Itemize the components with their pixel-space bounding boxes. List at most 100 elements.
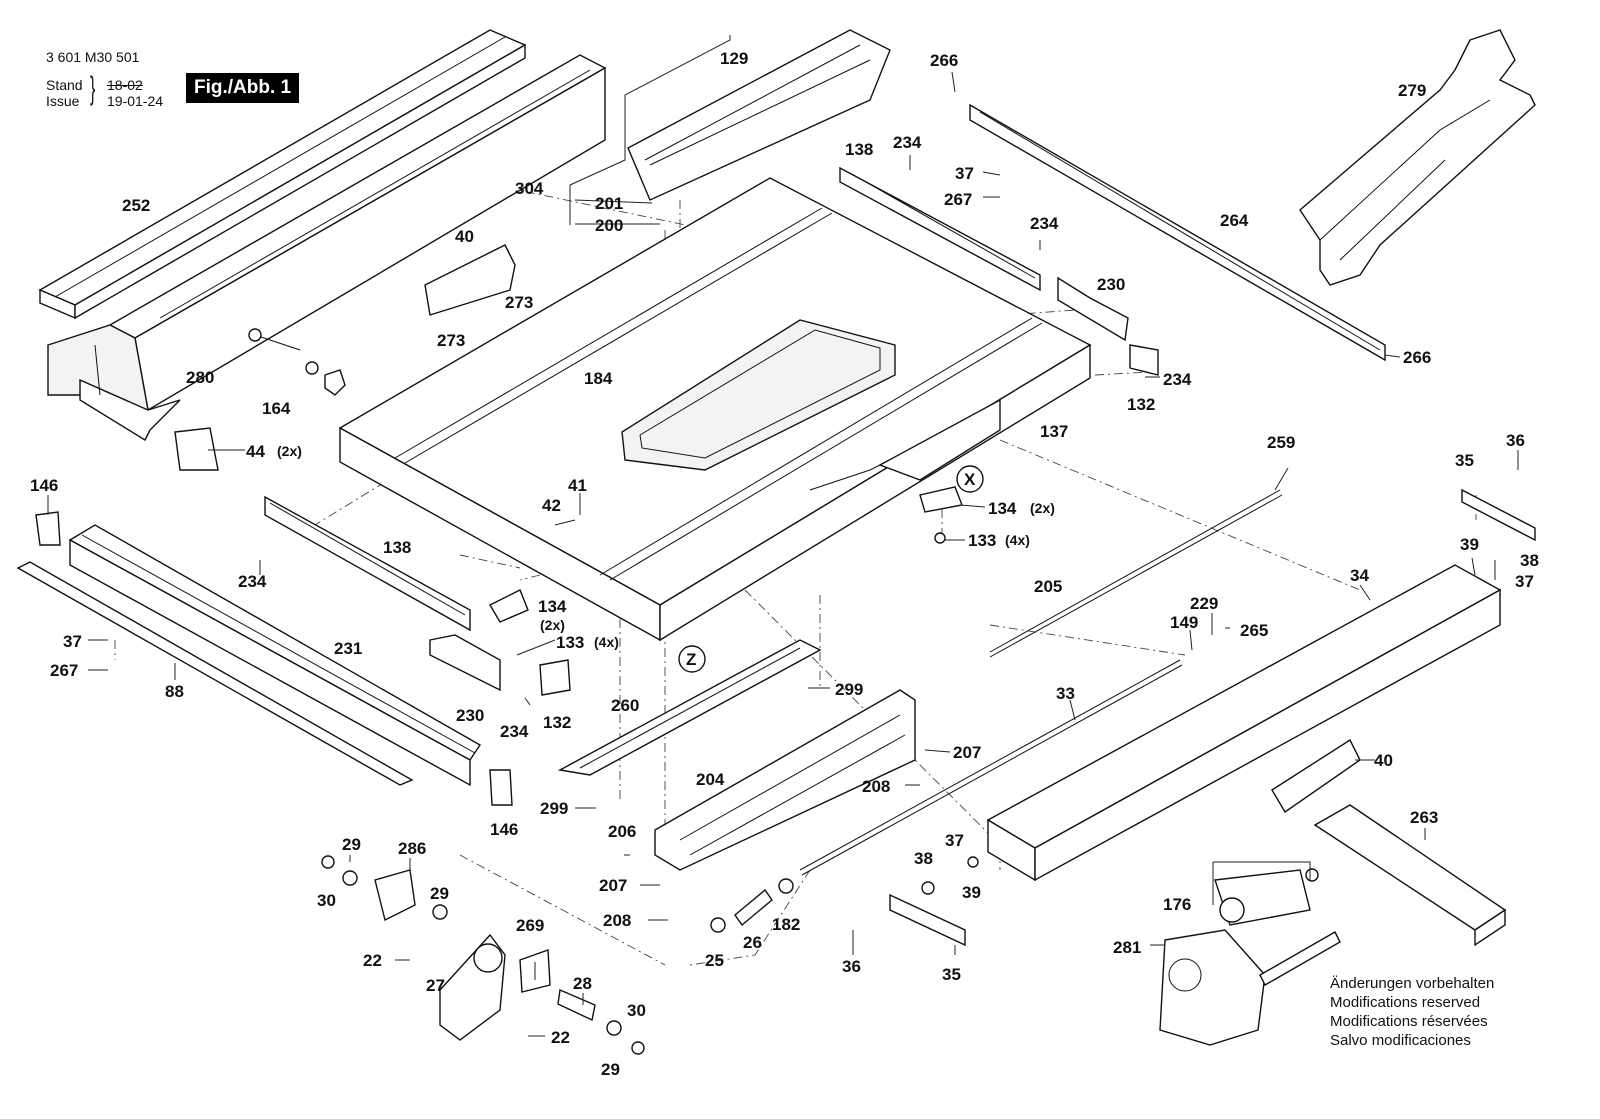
callout-182: 182 xyxy=(772,915,800,934)
callout-260: 260 xyxy=(611,696,639,715)
part-134-230-132-left xyxy=(429,589,571,696)
callout-304: 304 xyxy=(515,179,544,198)
callout-29-top: 29 xyxy=(342,835,361,854)
callout-labels: 129 266 279 304 201 200 252 138 234 37 2… xyxy=(30,49,1539,1079)
note-es: Salvo modificaciones xyxy=(1330,1032,1471,1049)
callout-137: 137 xyxy=(1040,422,1068,441)
callout-138-lower: 138 xyxy=(383,538,411,557)
part-279-guard xyxy=(1299,29,1536,286)
part-204-frame xyxy=(654,689,916,871)
callout-273-a: 273 xyxy=(505,293,533,312)
callout-27: 27 xyxy=(426,976,445,995)
doc-number: 3 601 M30 501 xyxy=(46,49,140,65)
stand-label: Stand xyxy=(46,77,83,93)
callout-38-lower: 38 xyxy=(914,849,933,868)
callout-35-lower: 35 xyxy=(942,965,961,984)
brace: } xyxy=(90,70,96,106)
callout-149: 149 xyxy=(1170,613,1198,632)
callout-267-left: 267 xyxy=(50,661,78,680)
callout-37-lower: 37 xyxy=(945,831,964,850)
callout-146-left: 146 xyxy=(30,476,58,495)
part-129-plate xyxy=(627,29,891,201)
stand-date: 18-02 xyxy=(107,77,143,93)
callout-44: 44 xyxy=(246,442,265,461)
part-264-rail xyxy=(969,103,1386,362)
callout-265: 265 xyxy=(1240,621,1268,640)
part-231-rail xyxy=(68,524,481,787)
part-137-table xyxy=(338,177,1092,642)
callout-164: 164 xyxy=(262,399,291,418)
note-de: Änderungen vorbehalten xyxy=(1330,975,1495,992)
callout-30-left: 30 xyxy=(317,891,336,910)
callout-88: 88 xyxy=(165,682,184,701)
callout-33: 33 xyxy=(1056,684,1075,703)
issue-date: 19-01-24 xyxy=(107,93,164,109)
callout-35-top: 35 xyxy=(1455,451,1474,470)
callout-42: 42 xyxy=(542,496,561,515)
figure-label: Fig./Abb. 1 xyxy=(186,73,300,103)
callout-41: 41 xyxy=(568,476,587,495)
callout-267-top: 267 xyxy=(944,190,972,209)
callout-22-lower: 22 xyxy=(551,1028,570,1047)
part-40-bracket xyxy=(424,244,516,316)
detail-z-marker xyxy=(678,645,706,673)
callout-28: 28 xyxy=(573,974,592,993)
callout-205: 205 xyxy=(1034,577,1062,596)
part-252-rail xyxy=(38,29,527,320)
callout-25: 25 xyxy=(705,951,724,970)
callout-234-left: 234 xyxy=(500,722,529,741)
callout-230-left: 230 xyxy=(456,706,484,725)
callout-259: 259 xyxy=(1267,433,1295,452)
callout-281: 281 xyxy=(1113,938,1141,957)
callout-34: 34 xyxy=(1350,566,1369,585)
leader-lines xyxy=(47,71,1519,1037)
callout-200: 200 xyxy=(595,216,623,235)
part-263-rail xyxy=(1313,804,1507,947)
callout-234-right: 234 xyxy=(1030,214,1059,233)
callout-37-top: 37 xyxy=(955,164,974,183)
callout-279: 279 xyxy=(1398,81,1426,100)
part-164-bolt xyxy=(248,328,346,396)
part-138-top-rail xyxy=(839,166,1041,292)
callout-231: 231 xyxy=(334,639,362,658)
callout-26: 26 xyxy=(743,933,762,952)
callout-36-lower: 36 xyxy=(842,957,861,976)
issue-label: Issue xyxy=(46,93,80,109)
qty-133-left: (4x) xyxy=(594,634,619,650)
part-138-lower-rail xyxy=(264,495,471,632)
callout-133-right: 133 xyxy=(968,531,996,550)
detail-x-marker xyxy=(956,465,984,493)
callout-132-left: 132 xyxy=(543,713,571,732)
callout-134-left: 134 xyxy=(538,597,567,616)
callout-286: 286 xyxy=(398,839,426,858)
part-88-scale xyxy=(16,561,414,786)
callout-176: 176 xyxy=(1163,895,1191,914)
callout-299-lower: 299 xyxy=(540,799,568,818)
callout-273-b: 273 xyxy=(437,331,465,350)
callout-208-lower: 208 xyxy=(603,911,631,930)
part-230-132-right xyxy=(1057,276,1159,376)
part-281-miter xyxy=(1159,929,1341,1046)
qty-134-right: (2x) xyxy=(1030,500,1055,516)
callout-252: 252 xyxy=(122,196,150,215)
qty-134-left: (2x) xyxy=(540,617,565,633)
callout-37-left: 37 xyxy=(63,632,82,651)
callout-208-right: 208 xyxy=(862,777,890,796)
callout-38-top: 38 xyxy=(1520,551,1539,570)
callout-280: 280 xyxy=(186,368,214,387)
callout-39-top: 39 xyxy=(1460,535,1479,554)
part-40-label xyxy=(1271,738,1361,814)
part-34-housing xyxy=(986,564,1502,882)
callout-22-top: 22 xyxy=(363,951,382,970)
part-176-screw xyxy=(1214,868,1319,926)
part-44-clip xyxy=(174,427,219,471)
callout-207-lower: 207 xyxy=(599,876,627,895)
callout-29-lower: 29 xyxy=(601,1060,620,1079)
callout-40-top: 40 xyxy=(455,227,474,246)
callout-207-right: 207 xyxy=(953,743,981,762)
callout-234-bracket: 234 xyxy=(1163,370,1192,389)
note-en: Modifications reserved xyxy=(1330,994,1481,1011)
callout-234-lower: 234 xyxy=(238,572,267,591)
